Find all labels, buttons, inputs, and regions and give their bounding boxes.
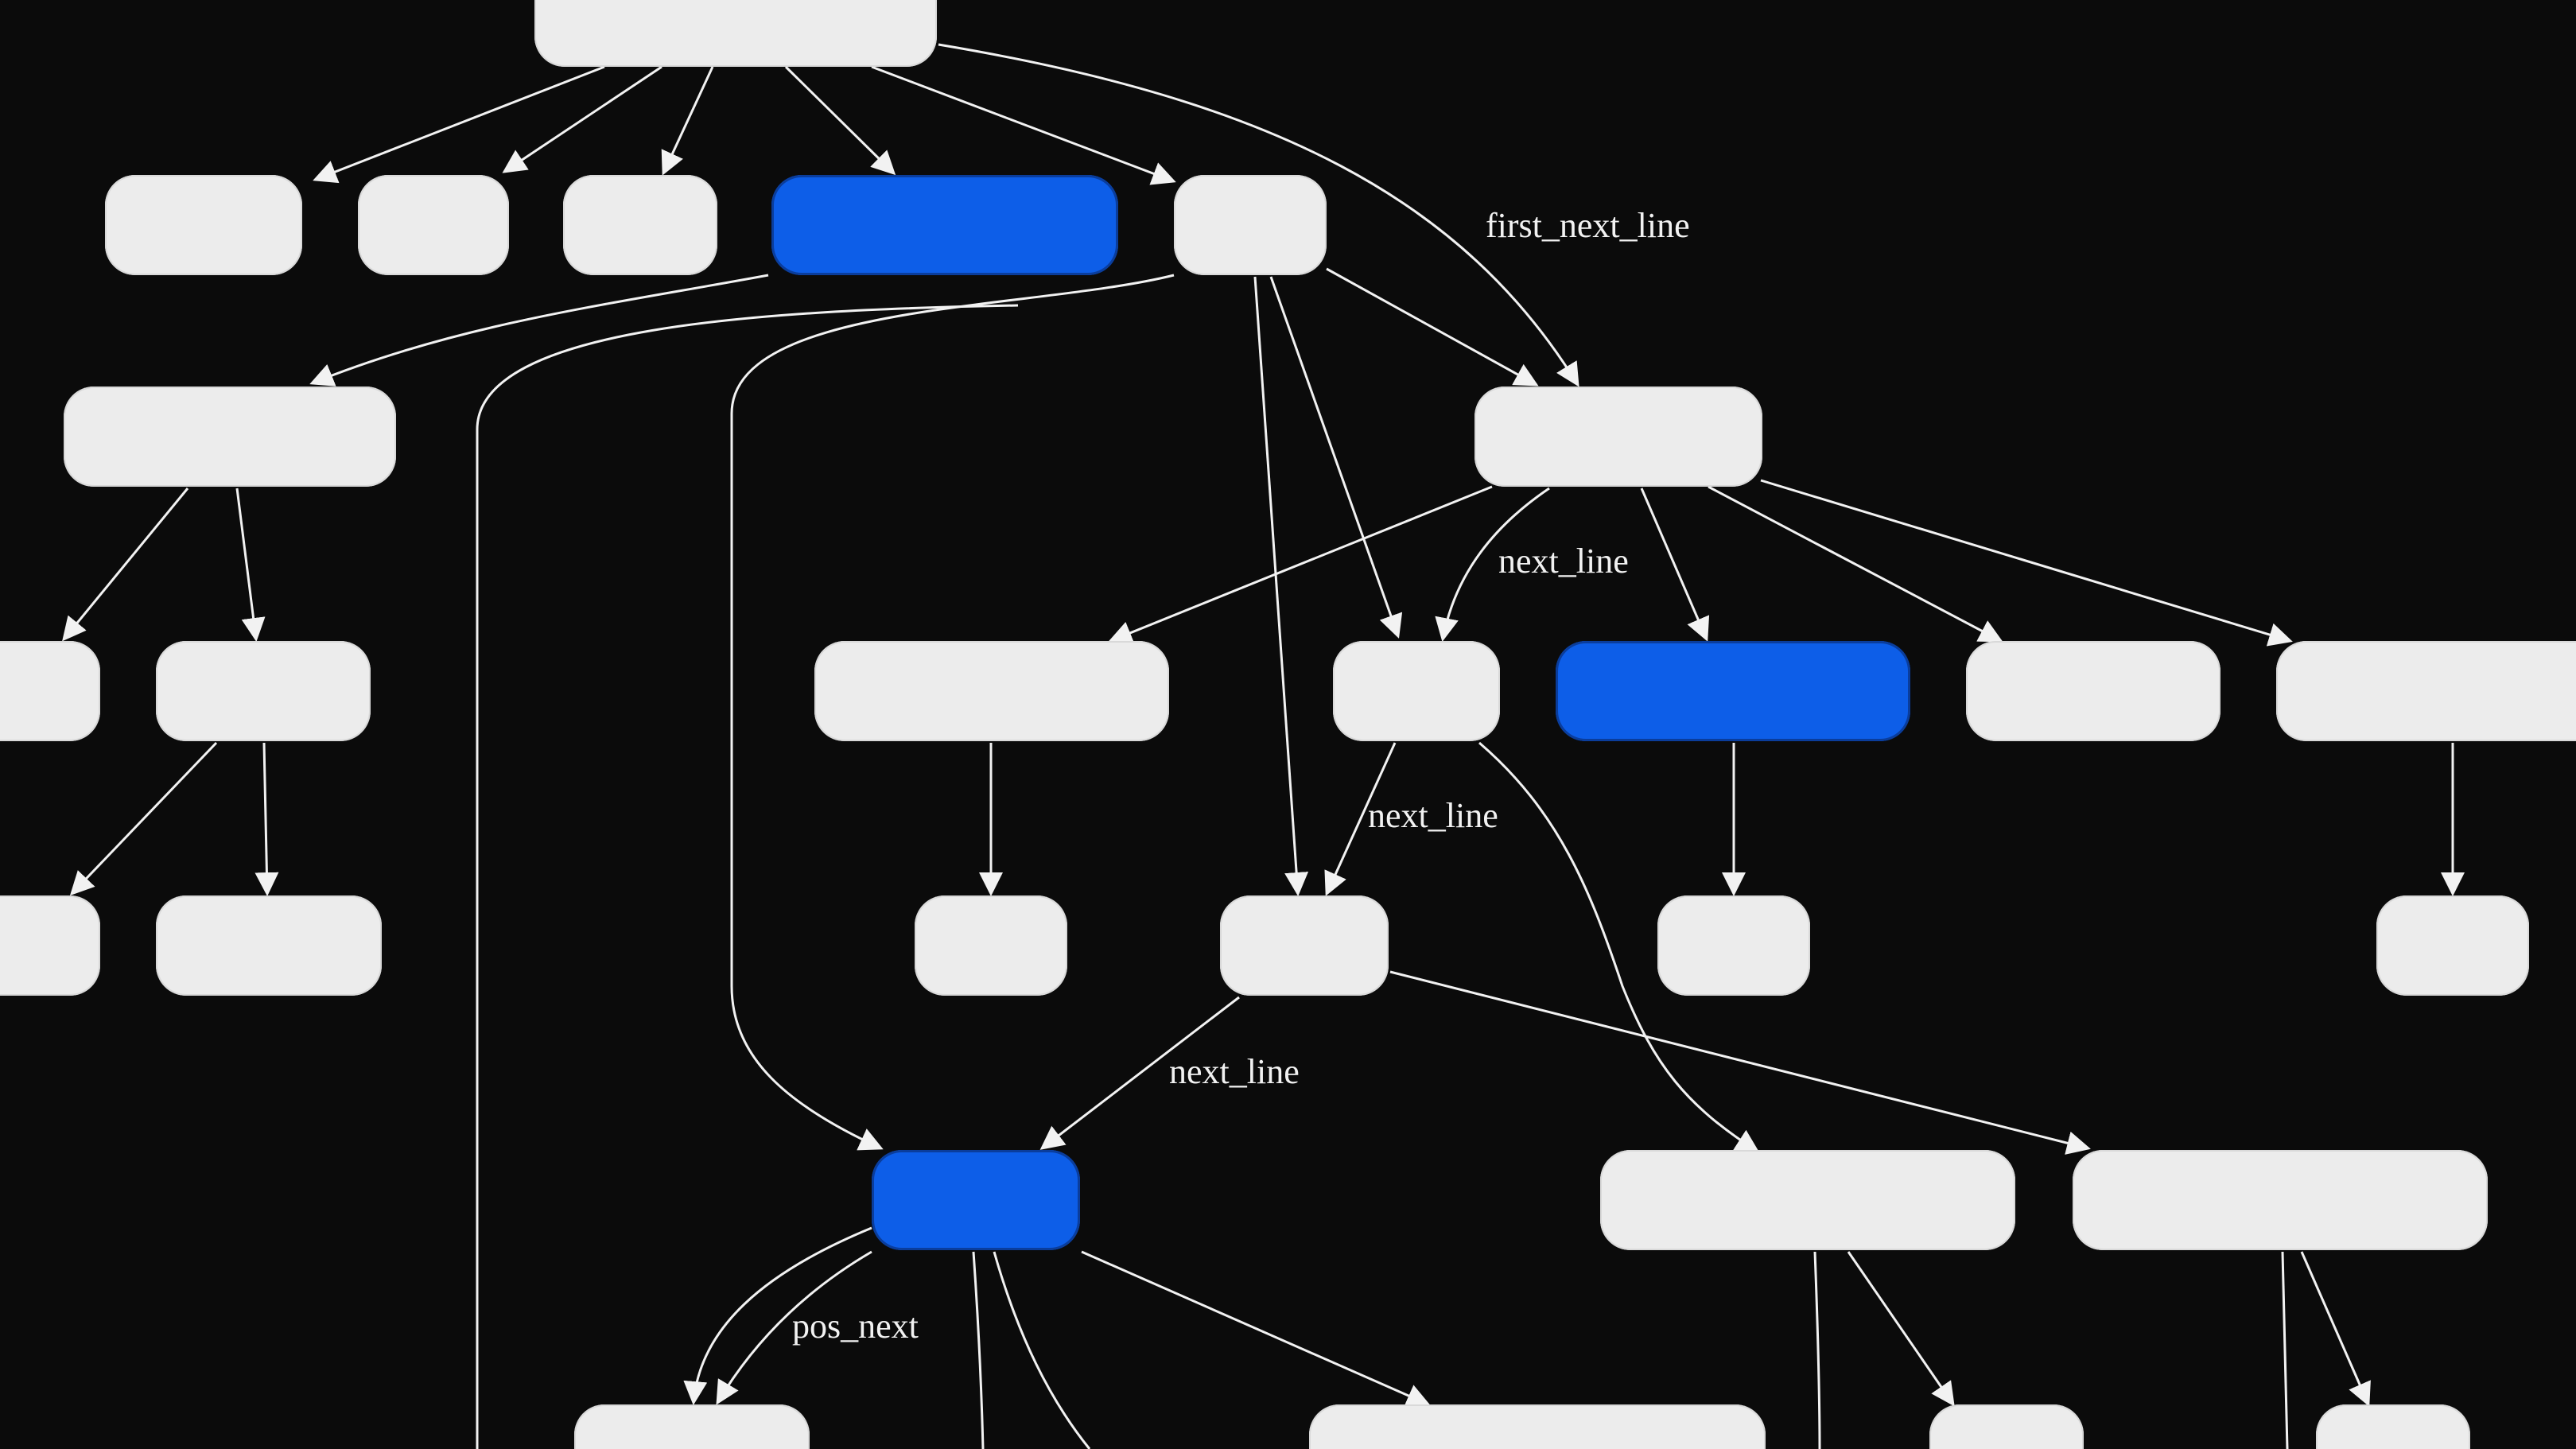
edge-c2-e4 (1389, 970, 2091, 1155)
edge-d2-e2 (254, 742, 279, 896)
edge-b1-c5 (1708, 485, 2003, 643)
node-l6-b[interactable] (1309, 1404, 1766, 1449)
edge-blue3-f1a (683, 1226, 872, 1405)
edge-c1-d2 (235, 488, 266, 642)
edge-c2-blue3 (1039, 996, 1240, 1150)
edge-root-b1 (938, 43, 1579, 387)
node-l3-f[interactable] (2276, 641, 2576, 741)
edge-label-first-next-line: first_next_line (1486, 206, 1690, 245)
edge-e3-down (1813, 1251, 1821, 1449)
node-l4-a[interactable] (0, 895, 100, 996)
edge-root-a3 (661, 66, 714, 176)
edge-root-a5 (871, 65, 1176, 185)
edge-label-next-line: next_line (1368, 796, 1498, 835)
edge-label-next-line: next_line (1498, 542, 1629, 581)
node-l3-highlighted[interactable] (1556, 641, 1910, 741)
node-l4-b[interactable] (156, 895, 382, 996)
edge-d2-e1 (69, 741, 218, 896)
edge-blue1-c1 (309, 274, 769, 387)
edge-c1-d1 (62, 488, 189, 642)
edge-blue3-f3 (993, 1251, 1091, 1449)
node-l6-d[interactable] (2316, 1404, 2470, 1449)
edge-label-next-line: next_line (1169, 1052, 1300, 1091)
node-l5-highlighted[interactable] (872, 1150, 1080, 1250)
edge-a5-c2 (1253, 276, 1309, 896)
edge-root-a4 (784, 65, 896, 176)
node-l4-c[interactable] (915, 895, 1067, 996)
node-l4-f[interactable] (2376, 895, 2529, 996)
edge-a5-b1 (1326, 267, 1539, 387)
edge-root-a2 (502, 65, 662, 173)
edge-a5-blue3 (730, 274, 1175, 1151)
node-l1-c[interactable] (563, 175, 717, 275)
edge-b1-c6 (1760, 479, 2293, 647)
node-l3-d[interactable] (1333, 641, 1500, 741)
edge-c1b-c2 (1324, 742, 1397, 896)
node-l2-a[interactable] (64, 387, 396, 487)
edge-blue3-f4 (1081, 1250, 1431, 1407)
node-l6-a[interactable] (574, 1404, 810, 1449)
edge-blue3-f1b (716, 1250, 872, 1405)
edge-label-pos-next: pos_next (792, 1307, 919, 1346)
node-l5-b[interactable] (2073, 1150, 2488, 1250)
node-l5-a[interactable] (1600, 1150, 2015, 1250)
node-l1-b[interactable] (358, 175, 509, 275)
edge-blue1-c2 (476, 304, 1019, 1449)
node-l6-c[interactable] (1929, 1404, 2084, 1449)
edge-blue3-f2 (972, 1251, 985, 1449)
node-root[interactable] (534, 0, 937, 67)
edge-e4-down (2281, 1251, 2289, 1449)
edge-b1-c1b (1435, 487, 1550, 642)
node-l4-d[interactable] (1220, 895, 1389, 996)
node-l3-e[interactable] (1966, 641, 2220, 741)
edge-b1-blue2 (1640, 488, 1710, 642)
node-l1-a[interactable] (105, 175, 302, 275)
node-l3-a[interactable] (0, 641, 100, 741)
edge-e4-f6 (2300, 1251, 2371, 1407)
edge-b1-c3 (1108, 485, 1493, 644)
node-l1-d[interactable] (1174, 175, 1327, 275)
edge-root-a1 (313, 65, 605, 184)
node-l3-c[interactable] (814, 641, 1169, 741)
edge-e3-f5 (1847, 1251, 1955, 1407)
edge-c1b-e3 (1478, 741, 1760, 1153)
node-l1-highlighted[interactable] (771, 175, 1118, 275)
node-l3-b[interactable] (156, 641, 371, 741)
node-l4-e[interactable] (1657, 895, 1810, 996)
edge-a5-c1b (1269, 276, 1403, 639)
node-l2-b[interactable] (1474, 387, 1762, 487)
